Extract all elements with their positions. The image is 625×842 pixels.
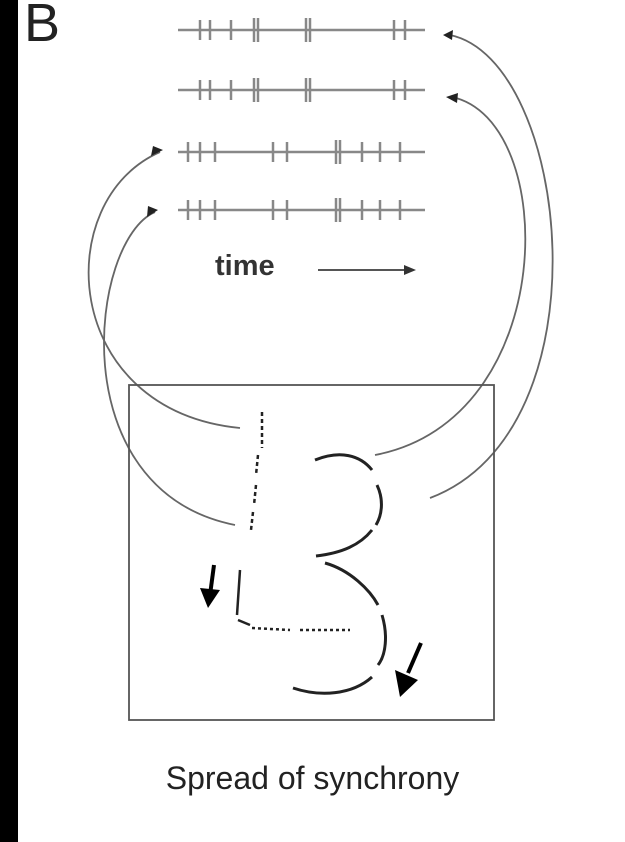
arrowhead-train-1 xyxy=(443,30,453,40)
wavefront-left-vertical xyxy=(251,412,262,530)
cortex-box xyxy=(129,385,494,720)
arrowhead-train-3 xyxy=(151,146,163,156)
connection-curves xyxy=(89,35,553,525)
wavefronts xyxy=(237,412,385,693)
caption: Spread of synchrony xyxy=(0,760,625,797)
time-arrow xyxy=(318,265,416,275)
spike-train-4 xyxy=(178,198,425,222)
curve-to-train-1 xyxy=(430,35,553,498)
propagation-arrow-right xyxy=(395,643,421,697)
curve-arrowheads xyxy=(147,30,458,217)
wavefront-arc-lower xyxy=(293,563,385,693)
arrowhead-train-2 xyxy=(446,93,458,103)
wavefront-left-lower xyxy=(237,570,250,625)
spike-train-3 xyxy=(178,140,425,164)
propagation-arrows xyxy=(200,565,421,697)
curve-to-train-3 xyxy=(89,152,240,428)
time-label: time xyxy=(215,250,275,283)
spike-train-1 xyxy=(178,18,425,42)
curve-to-train-2 xyxy=(375,97,525,455)
wavefront-bottom-dotted xyxy=(252,628,350,630)
propagation-arrow-left xyxy=(200,565,220,608)
spike-train-2 xyxy=(178,78,425,102)
wavefront-arc-upper xyxy=(315,455,381,556)
arrowhead-train-4 xyxy=(147,206,158,217)
